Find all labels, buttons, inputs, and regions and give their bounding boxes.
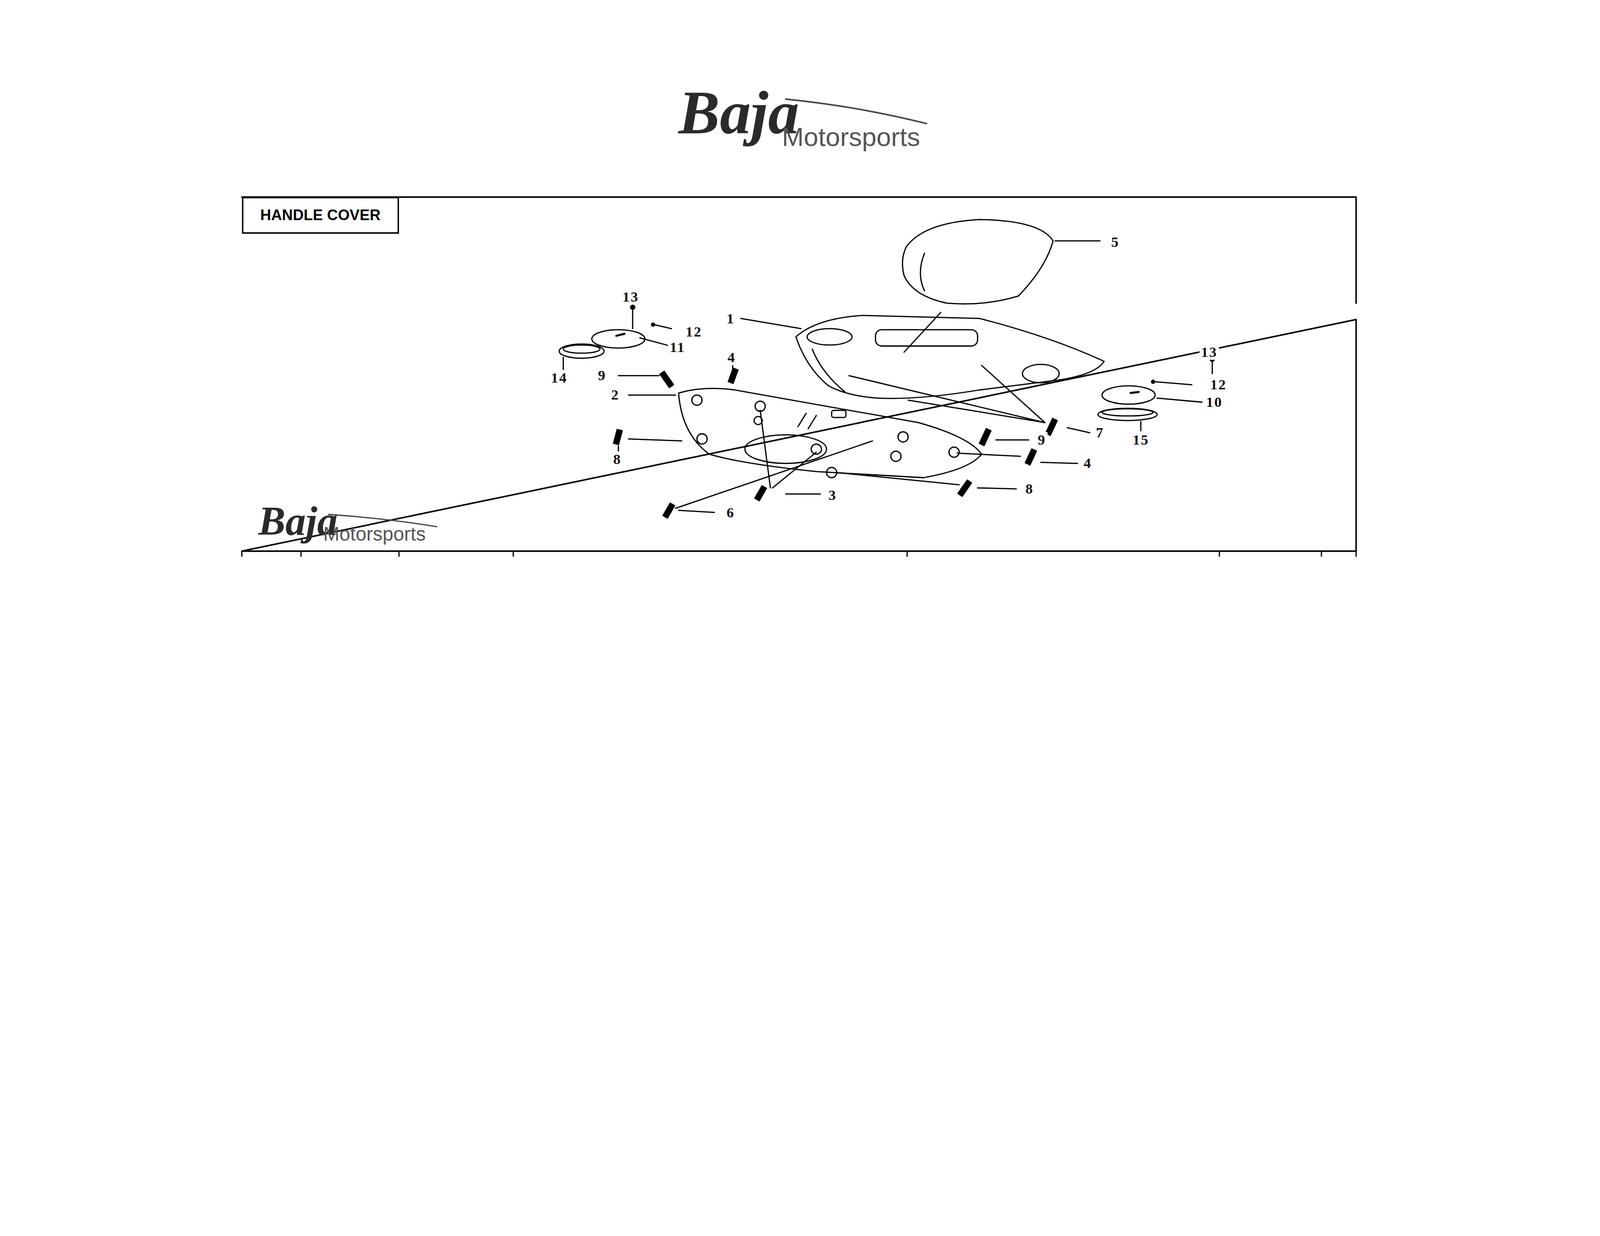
cover-slot (1022, 364, 1060, 384)
windscreen-edge (920, 253, 925, 291)
plate-slot (831, 410, 846, 418)
frame-ticks (241, 551, 1357, 557)
callout-number: 14 (549, 369, 569, 386)
leader-lines (563, 240, 1213, 513)
upper-cover (796, 315, 1105, 399)
cap-mark (616, 333, 625, 336)
logo-subtitle: Motorsports (323, 524, 426, 544)
callout-number: 3 (827, 487, 839, 503)
callout-number: 4 (1082, 455, 1094, 471)
callout-number: 12 (684, 323, 704, 340)
section-tab: HANDLE COVER (241, 196, 400, 234)
cover-slot (875, 329, 978, 347)
cap-10 (1102, 385, 1155, 405)
frame (241, 196, 1357, 551)
callout-number: 6 (724, 504, 736, 521)
callout-number: 10 (1204, 394, 1224, 410)
plate-holes (691, 395, 960, 478)
callout-number: 13 (1199, 344, 1219, 360)
callout-number: 5 (1109, 234, 1121, 250)
cap-11 (592, 329, 645, 349)
cap-mark (1130, 391, 1139, 393)
section-title: HANDLE COVER (260, 206, 381, 224)
callout-number: 8 (1024, 480, 1036, 497)
callout-number: 9 (596, 367, 608, 384)
cover-slot (807, 328, 853, 346)
callout-number: 4 (725, 349, 737, 366)
logo-swoosh (785, 98, 927, 124)
cover-edge (812, 349, 845, 392)
logo-subtitle: Motorsports (782, 123, 921, 150)
callout-number: 13 (621, 288, 641, 305)
callout-number: 11 (668, 339, 687, 355)
lens-14 (559, 343, 605, 358)
lower-plate (678, 388, 982, 478)
callout-number: 2 (609, 386, 622, 403)
lens-15 (1102, 408, 1153, 416)
callout-number: 1 (724, 310, 736, 327)
lens-15 (1098, 408, 1158, 421)
screws (613, 304, 1215, 518)
callout-number: 9 (1036, 432, 1048, 448)
plate-opening (744, 434, 827, 464)
lens-14 (563, 345, 601, 354)
plate-rib (798, 413, 817, 430)
logo-wordmark: Baja (678, 81, 800, 144)
callout-number: 7 (1094, 424, 1106, 441)
callout-number: 8 (611, 451, 624, 467)
callout-number: 12 (1208, 376, 1229, 393)
callout-number: 15 (1131, 432, 1151, 448)
windscreen (902, 219, 1054, 304)
